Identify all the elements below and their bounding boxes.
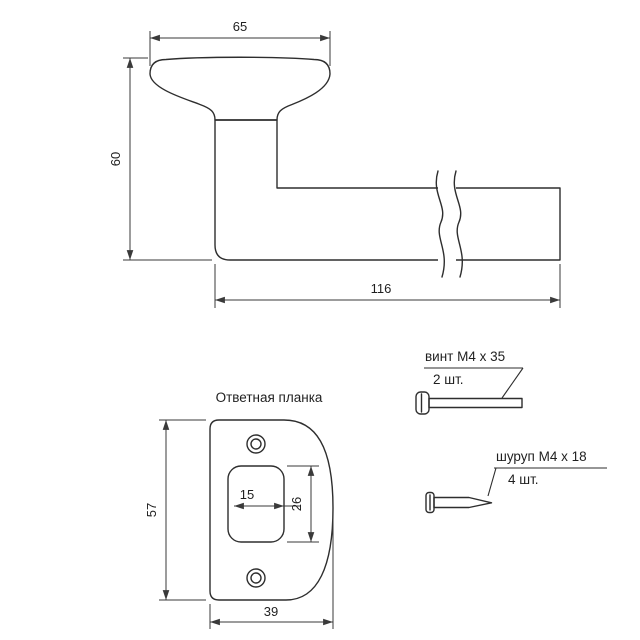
dim-label-116: 116 bbox=[371, 281, 392, 296]
latch-opening bbox=[227, 465, 285, 543]
machine-screw-leader-diagonal bbox=[501, 367, 524, 399]
wood-screw-leader-diagonal bbox=[487, 467, 497, 497]
strike-plate-outline bbox=[209, 419, 334, 601]
wood-screw-item: шуруп M4 x 18 4 шт. bbox=[425, 449, 607, 514]
dim-label-39: 39 bbox=[264, 604, 278, 619]
machine-screw-qty: 2 шт. bbox=[433, 372, 464, 387]
screw-hole-bottom-outer bbox=[246, 568, 266, 588]
dim-label-15: 15 bbox=[240, 487, 254, 502]
screw-hole-top-outer bbox=[246, 434, 266, 454]
handle-lever-outline bbox=[214, 119, 561, 261]
screw-hole-top-inner bbox=[250, 438, 262, 450]
handle-drawing: 65 60 116 bbox=[108, 19, 561, 308]
dimension-plate-height: 57 bbox=[144, 419, 206, 601]
break-line-left bbox=[435, 170, 445, 278]
dim-label-60: 60 bbox=[108, 152, 123, 166]
dimension-lever-length: 116 bbox=[214, 264, 561, 308]
wood-screw-icon bbox=[425, 491, 493, 514]
dimension-plate-width: 39 bbox=[209, 520, 334, 629]
dimension-slot-width: 15 bbox=[234, 487, 301, 510]
dim-label-65: 65 bbox=[233, 19, 247, 34]
machine-screw-label: винт M4 x 35 bbox=[425, 349, 505, 364]
dimension-handle-height: 60 bbox=[108, 57, 212, 261]
handle-head-outline bbox=[149, 56, 331, 121]
dimension-head-width: 65 bbox=[149, 19, 331, 66]
wood-screw-qty: 4 шт. bbox=[508, 472, 539, 487]
strike-plate-drawing: Ответная планка 15 26 57 bbox=[144, 390, 334, 629]
machine-screw-item: винт M4 x 35 2 шт. bbox=[415, 349, 524, 415]
machine-screw-icon bbox=[415, 391, 523, 415]
dimension-slot-height: 26 bbox=[287, 465, 319, 543]
break-line-right bbox=[453, 170, 463, 278]
dim-label-26: 26 bbox=[289, 497, 304, 511]
screw-hole-bottom-inner bbox=[250, 572, 262, 584]
dim-label-57: 57 bbox=[144, 503, 159, 517]
strike-plate-title: Ответная планка bbox=[216, 390, 323, 405]
break-mask bbox=[438, 182, 456, 266]
wood-screw-label: шуруп M4 x 18 bbox=[496, 449, 587, 464]
